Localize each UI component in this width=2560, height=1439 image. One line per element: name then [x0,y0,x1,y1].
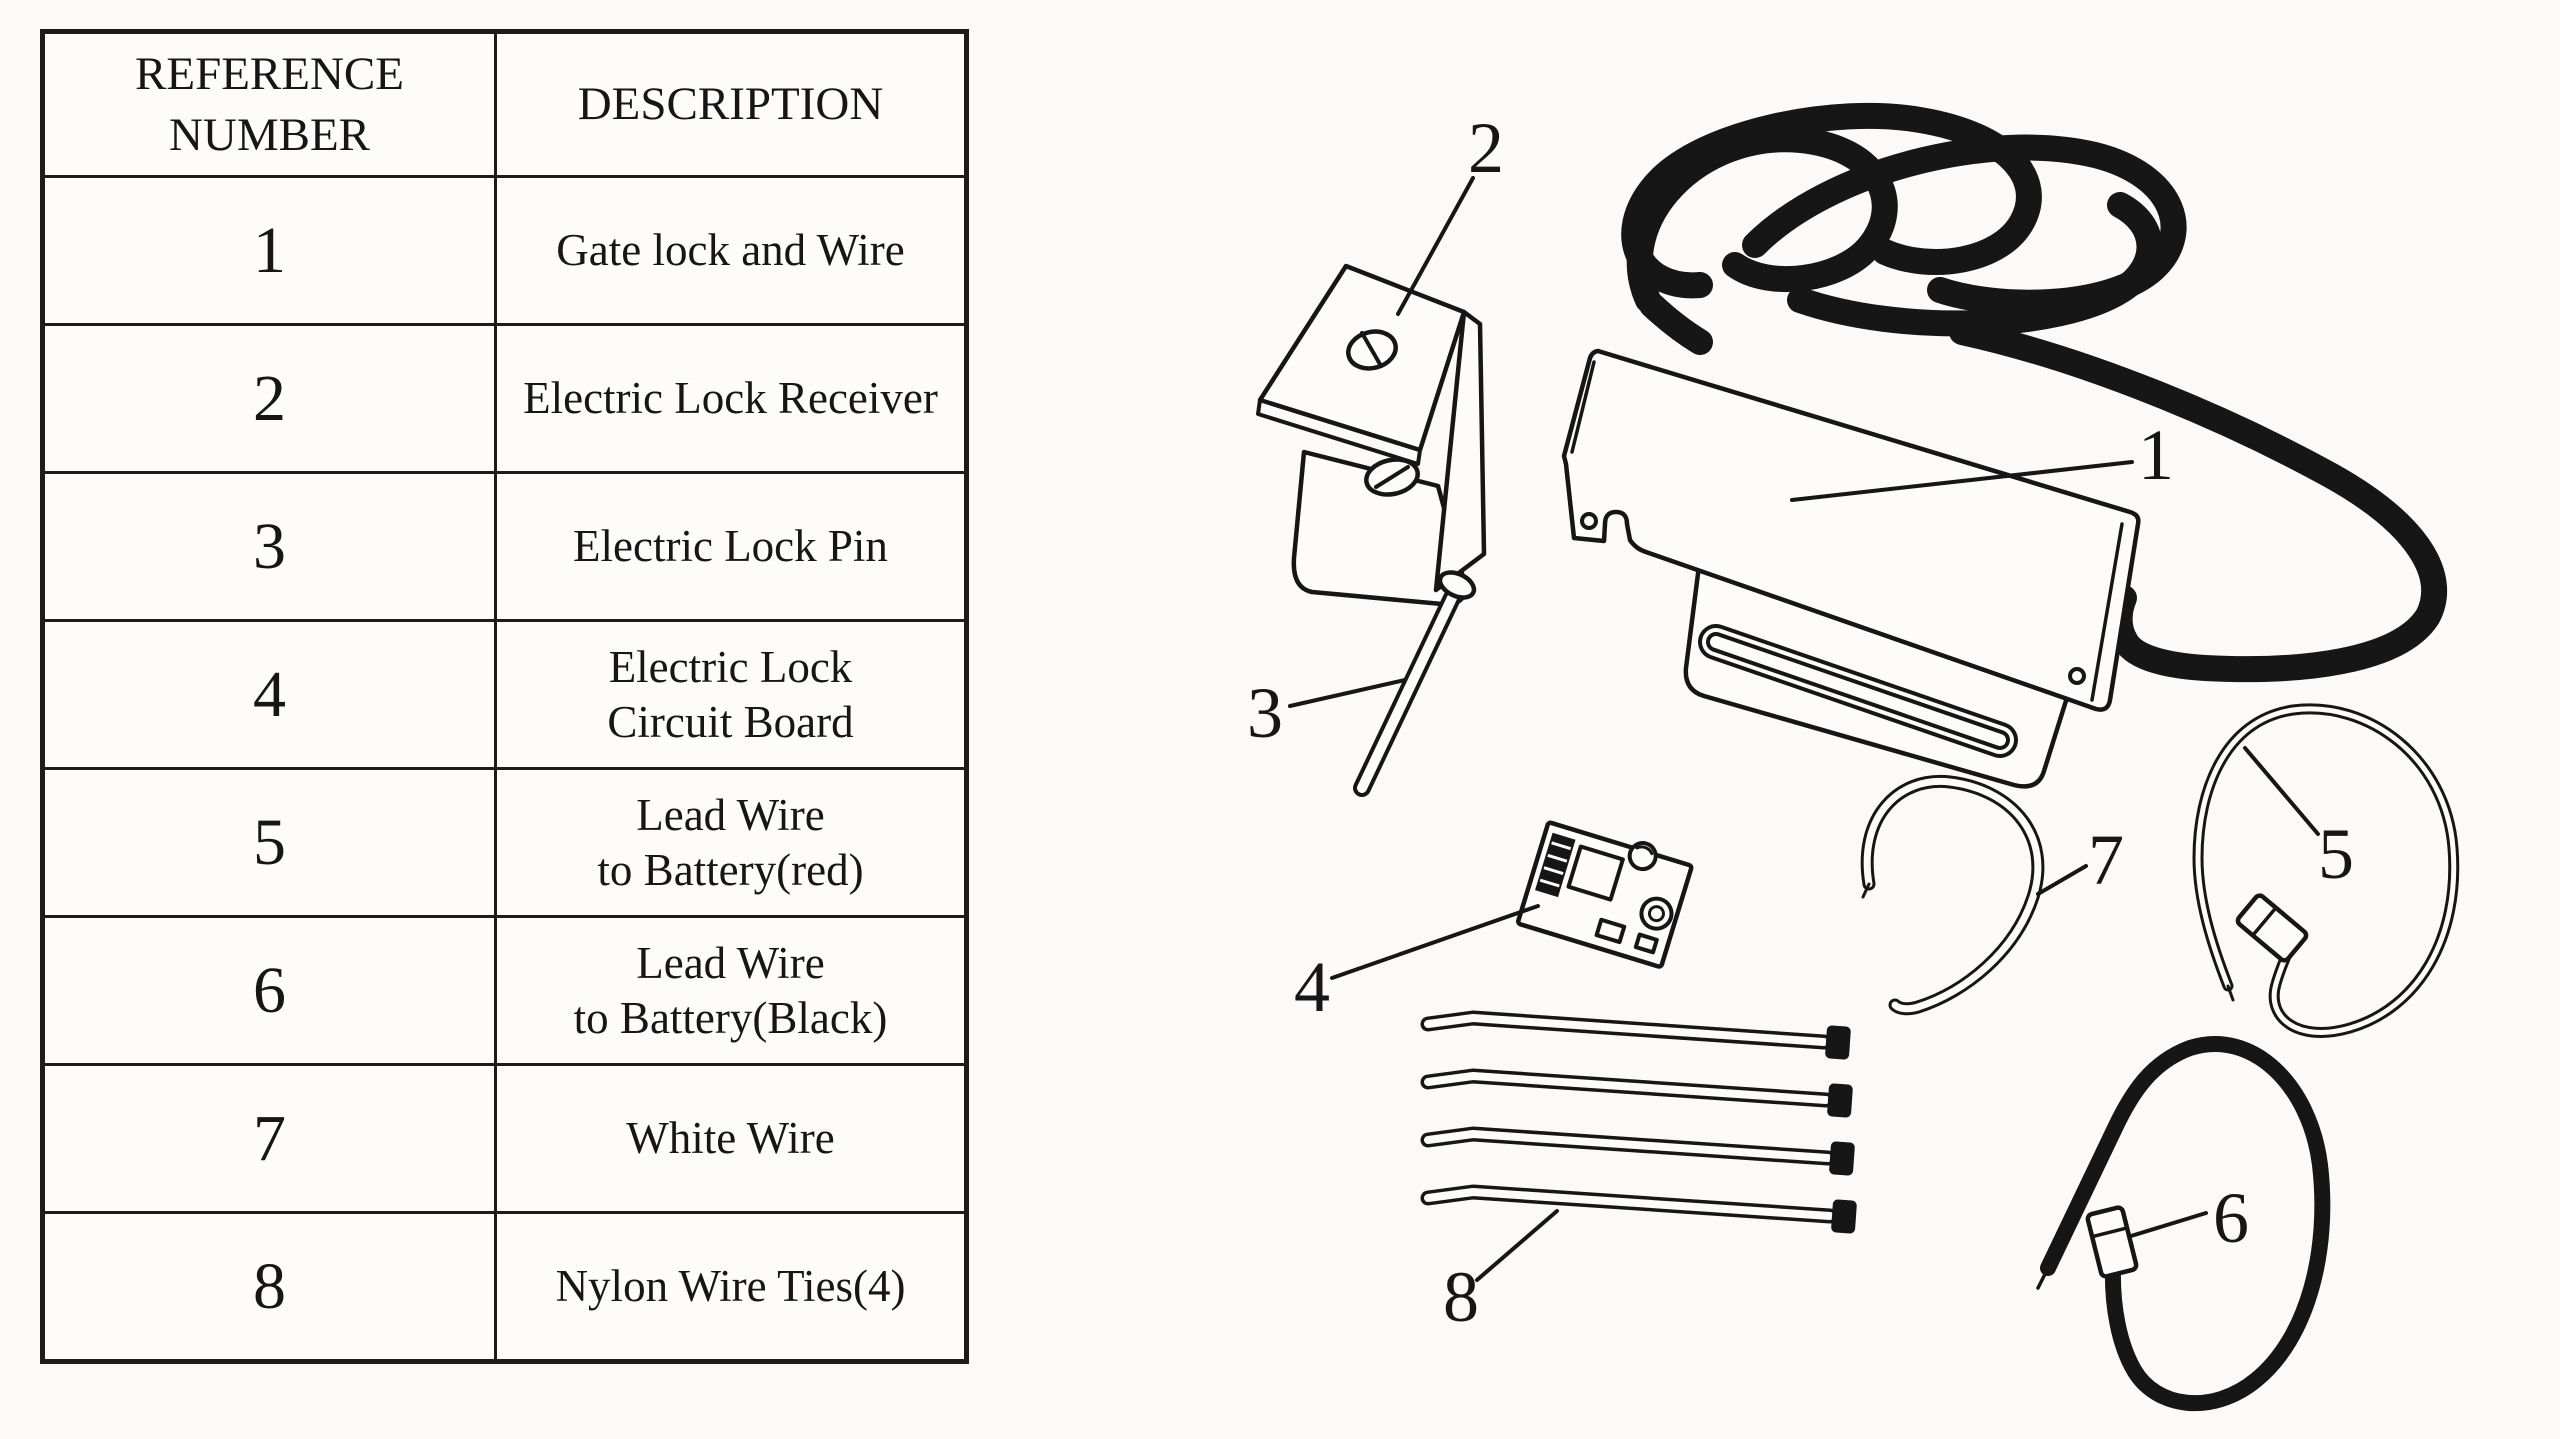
ref-number-8: 8 [41,1211,497,1363]
table-row: 2 Electric Lock Receiver [41,323,968,474]
description-5: Lead Wire to Battery(red) [494,767,968,918]
table-row: 6 Lead Wire to Battery(Black) [41,915,968,1066]
table-row: 5 Lead Wire to Battery(red) [41,767,968,918]
description-6: Lead Wire to Battery(Black) [494,915,968,1066]
spade-connector-black [2085,1205,2139,1279]
callout-3: 3 [1247,673,1283,753]
description-2: Electric Lock Receiver [494,323,968,474]
table-row: 4 Electric Lock Circuit Board [41,619,968,770]
description-8: Nylon Wire Ties(4) [494,1211,968,1363]
gate-lock-body-drawing [1561,348,2141,789]
description-4: Electric Lock Circuit Board [494,619,968,770]
table-row: 7 White Wire [41,1063,968,1214]
ref-number-2: 2 [41,323,497,474]
header-description: DESCRIPTION [494,30,968,178]
description-1: Gate lock and Wire [494,175,968,326]
callout-leader-lines [1288,176,2320,1282]
table-row: 8 Nylon Wire Ties(4) [41,1211,968,1363]
ref-number-7: 7 [41,1063,497,1214]
callout-4: 4 [1294,947,1330,1027]
table-header-row: REFERENCE NUMBER DESCRIPTION [41,30,968,178]
callout-numbers: 1 2 3 4 5 6 7 8 [1247,108,2354,1337]
ref-number-5: 5 [41,767,497,918]
lock-cord-drawing [1621,102,2448,683]
callout-2: 2 [1468,108,1504,188]
black-lead-wire-drawing [2036,1036,2331,1412]
lock-receiver-bracket-drawing [1256,263,1487,607]
description-3: Electric Lock Pin [494,471,968,622]
white-wire-drawing [1860,774,2045,1016]
callout-5: 5 [2318,814,2354,894]
ref-number-4: 4 [41,619,497,770]
spade-connector-red [2235,893,2309,963]
wire-ties-drawing [1420,1010,1857,1234]
lock-pin-drawing [1353,570,1477,797]
table-row: 3 Electric Lock Pin [41,471,968,622]
ref-number-3: 3 [41,471,497,622]
red-lead-wire-drawing [2192,703,2460,1038]
callout-7: 7 [2088,820,2124,900]
header-reference-number: REFERENCE NUMBER [41,30,497,178]
ref-number-1: 1 [41,175,497,326]
callout-8: 8 [1443,1257,1479,1337]
callout-6: 6 [2213,1178,2249,1258]
parts-table: REFERENCE NUMBER DESCRIPTION 1 Gate lock… [40,29,969,1364]
circuit-board-drawing [1516,820,1694,969]
ref-number-6: 6 [41,915,497,1066]
description-7: White Wire [494,1063,968,1214]
callout-1: 1 [2138,415,2174,495]
table-row: 1 Gate lock and Wire [41,175,968,326]
